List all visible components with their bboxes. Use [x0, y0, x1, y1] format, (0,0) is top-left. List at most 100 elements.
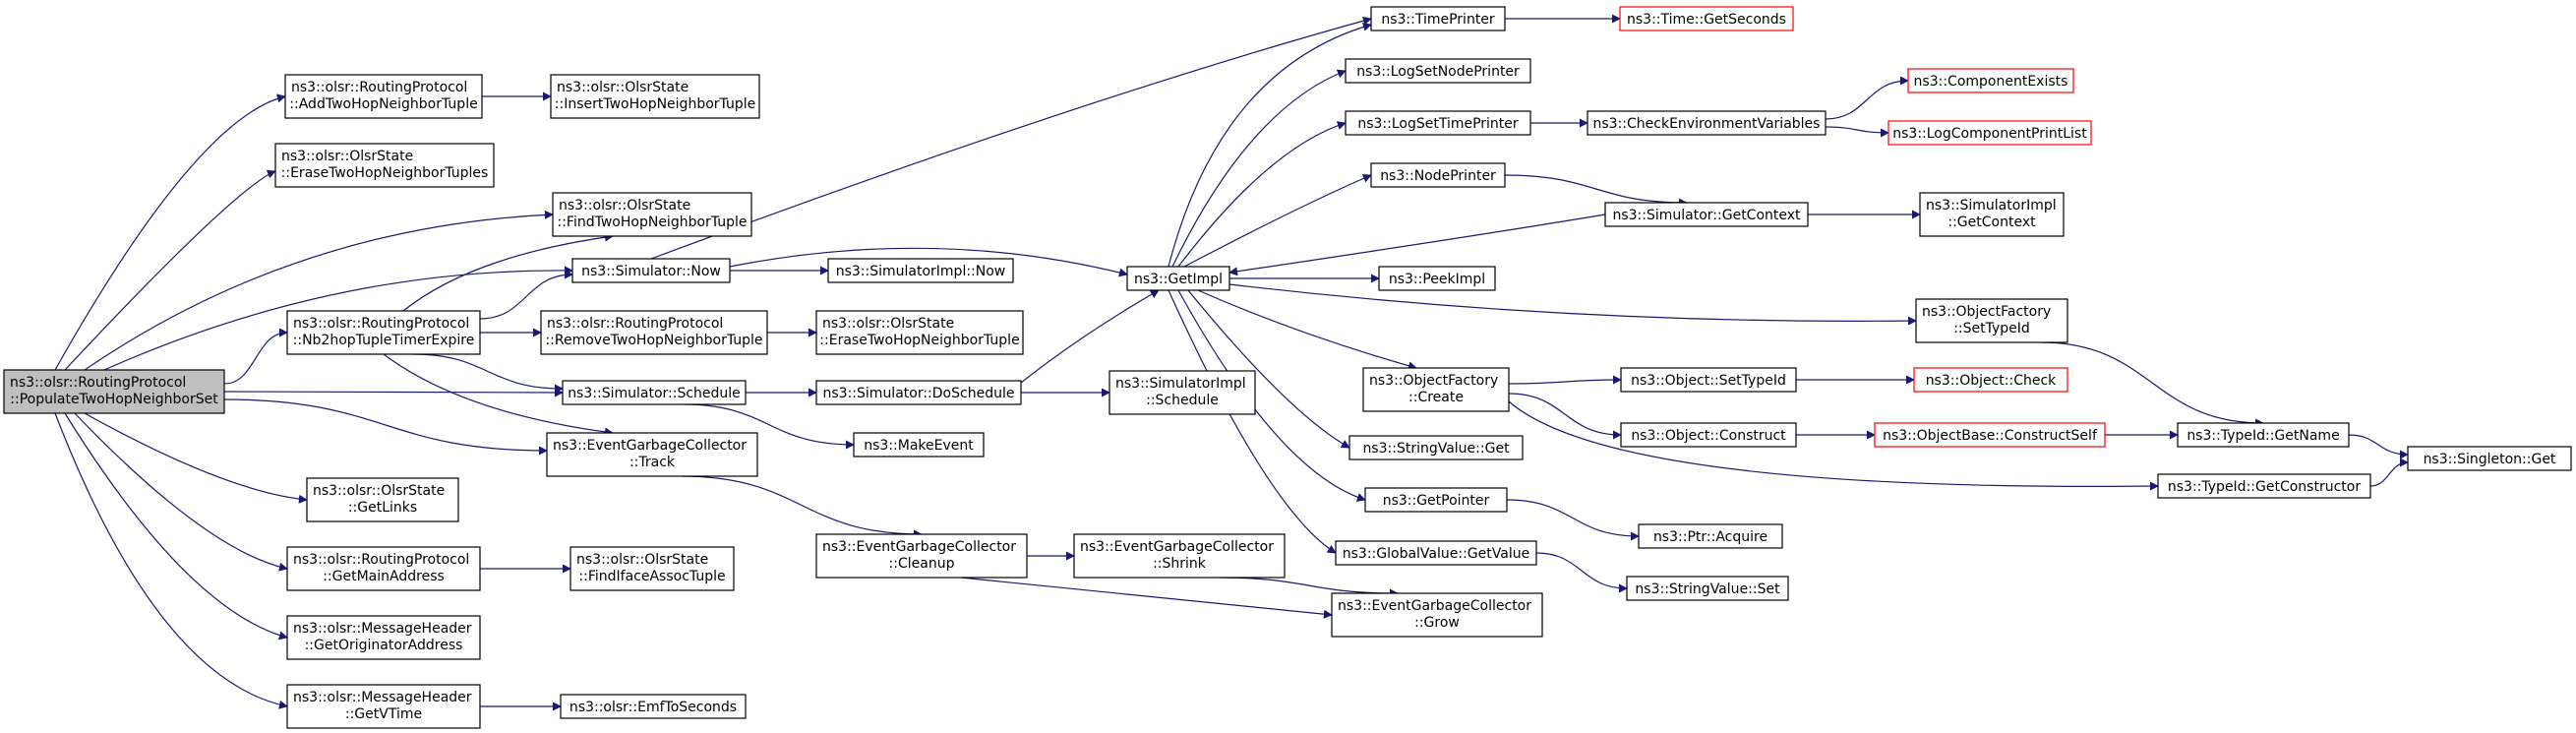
node-nb2hop[interactable]: ns3::olsr::RoutingProtocol::Nb2hopTupleT…	[286, 310, 481, 355]
node-emf[interactable]: ns3::olsr::EmfToSeconds	[560, 694, 747, 719]
node-box	[286, 615, 481, 660]
node-label-line: ::GetLinks	[348, 500, 417, 516]
node-make-event[interactable]: ns3::MakeEvent	[853, 432, 985, 458]
node-log-set-node[interactable]: ns3::LogSetNodePrinter	[1345, 58, 1531, 84]
edge-getImpl-to-timePrinter	[1168, 22, 1372, 268]
node-obj-check[interactable]: ns3::Object::Check	[1913, 367, 2068, 393]
node-get-main-addr[interactable]: ns3::olsr::RoutingProtocol::GetMainAddre…	[286, 546, 481, 591]
node-box	[540, 310, 768, 355]
node-label-line: ns3::olsr::OlsrState	[822, 316, 954, 332]
node-label-line: ns3::EventGarbageCollector	[822, 539, 1016, 555]
node-box	[1362, 367, 1510, 412]
node-gc-track[interactable]: ns3::EventGarbageCollector::Track	[546, 432, 758, 477]
node-label-line: ns3::EventGarbageCollector	[1080, 539, 1274, 555]
node-get-links[interactable]: ns3::olsr::OlsrState::GetLinks	[306, 477, 459, 522]
node-erase-tuples[interactable]: ns3::olsr::OlsrState::EraseTwoHopNeighbo…	[274, 143, 495, 188]
node-box	[815, 380, 1022, 405]
node-label-line: ::GetVTime	[345, 706, 422, 722]
node-label-line: ::SetTypeId	[1953, 321, 2030, 336]
node-label-line: ns3::olsr::OlsrState	[281, 149, 413, 164]
node-box	[827, 258, 1014, 283]
node-node-printer[interactable]: ns3::NodePrinter	[1370, 162, 1506, 188]
node-comp-exists[interactable]: ns3::ComponentExists	[1907, 68, 2074, 93]
node-label-line: ns3::MakeEvent	[864, 438, 974, 454]
node-label-line: ns3::Simulator::Now	[581, 264, 721, 279]
node-peek-impl[interactable]: ns3::PeekImpl	[1378, 266, 1496, 291]
node-log-set-time[interactable]: ns3::LogSetTimePrinter	[1345, 110, 1531, 136]
edge-populate-to-getOrig	[64, 412, 288, 641]
node-label-line: ns3::ObjectFactory	[1922, 304, 2051, 320]
edge-checkEnv-to-logCompList	[1825, 126, 1889, 138]
edge-getImpl-to-ofSetTypeId	[1228, 283, 1917, 326]
node-string-value-get[interactable]: ns3::StringValue::Get	[1348, 435, 1524, 460]
node-type-id-get-name[interactable]: ns3::TypeId::GetName	[2177, 422, 2350, 448]
node-type-id-get-ctor[interactable]: ns3::TypeId::GetConstructor	[2157, 473, 2371, 499]
node-check-env[interactable]: ns3::CheckEnvironmentVariables	[1587, 110, 1827, 136]
node-time-printer[interactable]: ns3::TimePrinter	[1370, 6, 1506, 31]
node-get-pointer[interactable]: ns3::GetPointer	[1364, 487, 1508, 513]
node-label-line: ns3::olsr::MessageHeader	[293, 690, 472, 705]
node-box	[1619, 6, 1794, 31]
node-ptr-acquire[interactable]: ns3::Ptr::Acquire	[1638, 523, 1783, 549]
node-get-orig[interactable]: ns3::olsr::MessageHeader::GetOriginatorA…	[286, 615, 481, 660]
edge-gcShrink-to-gcGrow	[1218, 577, 1399, 598]
node-populate[interactable]: ns3::olsr::RoutingProtocol::PopulateTwoH…	[3, 369, 225, 414]
node-label-line: ns3::LogComponentPrintList	[1892, 126, 2087, 142]
node-gc-shrink[interactable]: ns3::EventGarbageCollector::Shrink	[1073, 533, 1286, 579]
node-sim-impl-schedule[interactable]: ns3::SimulatorImpl::Schedule	[1108, 370, 1256, 415]
node-gc-grow[interactable]: ns3::EventGarbageCollector::Grow	[1331, 592, 1543, 638]
node-box	[1907, 68, 2074, 93]
node-get-v-time[interactable]: ns3::olsr::MessageHeader::GetVTime	[286, 684, 481, 729]
node-label-line: ns3::olsr::EmfToSeconds	[569, 700, 737, 715]
node-do-schedule[interactable]: ns3::Simulator::DoSchedule	[815, 380, 1022, 405]
node-label-line: ns3::PeekImpl	[1389, 272, 1485, 287]
node-box	[1348, 435, 1524, 460]
edge-populate-to-gcTrack	[223, 398, 548, 456]
node-sim-impl-now[interactable]: ns3::SimulatorImpl::Now	[827, 258, 1014, 283]
node-erase-two-hop[interactable]: ns3::olsr::OlsrState::EraseTwoHopNeighbo…	[815, 310, 1024, 355]
node-label-line: ns3::olsr::MessageHeader	[293, 621, 472, 637]
edge-typeIdGetName-to-singletonGet	[2348, 434, 2409, 459]
node-box	[286, 310, 481, 355]
node-string-value-set[interactable]: ns3::StringValue::Set	[1626, 576, 1789, 601]
node-label-line: ns3::olsr::OlsrState	[557, 80, 689, 95]
edge-populate-to-simNow	[103, 266, 573, 371]
node-label-line: ns3::Time::GetSeconds	[1627, 12, 1786, 28]
node-of-set-type-id[interactable]: ns3::ObjectFactory::SetTypeId	[1915, 298, 2068, 343]
node-gc-cleanup[interactable]: ns3::EventGarbageCollector::Cleanup	[815, 533, 1028, 579]
node-log-comp-list[interactable]: ns3::LogComponentPrintList	[1887, 120, 2092, 146]
node-label-line: ns3::TypeId::GetName	[2187, 428, 2339, 444]
node-sim-now[interactable]: ns3::Simulator::Now	[571, 258, 731, 283]
node-remove-two-hop[interactable]: ns3::olsr::RoutingProtocol::RemoveTwoHop…	[540, 310, 768, 355]
node-label-line: ns3::StringValue::Get	[1362, 441, 1510, 457]
edge-populate-to-addTwoHop	[54, 93, 286, 371]
node-global-value-get[interactable]: ns3::GlobalValue::GetValue	[1335, 540, 1537, 566]
node-label-line: ns3::olsr::RoutingProtocol	[293, 552, 469, 568]
node-get-impl[interactable]: ns3::GetImpl	[1126, 266, 1230, 291]
node-obj-construct[interactable]: ns3::Object::Construct	[1620, 422, 1797, 448]
edge-getImpl-to-getPointer	[1177, 289, 1366, 502]
edge-populate-to-findTwoHop	[84, 210, 554, 371]
node-find-two-hop[interactable]: ns3::olsr::OlsrState::FindTwoHopNeighbor…	[552, 192, 752, 237]
node-singleton-get[interactable]: ns3::Singleton::Get	[2407, 446, 2572, 471]
edge-populate-to-getVTime	[54, 412, 288, 709]
node-label-line: ::GetOriginatorAddress	[305, 638, 463, 653]
node-find-iface[interactable]: ns3::olsr::OlsrState::FindIfaceAssocTupl…	[569, 546, 735, 591]
node-sim-impl-ctx[interactable]: ns3::SimulatorImpl::GetContext	[1919, 192, 2065, 237]
node-obj-set-type-id[interactable]: ns3::Object::SetTypeId	[1620, 367, 1797, 393]
node-label-line: ns3::GetPointer	[1383, 493, 1490, 509]
node-label-line: ns3::olsr::OlsrState	[313, 483, 445, 499]
node-box	[1335, 540, 1537, 566]
node-of-create[interactable]: ns3::ObjectFactory::Create	[1362, 367, 1510, 412]
node-construct-self[interactable]: ns3::ObjectBase::ConstructSelf	[1874, 422, 2106, 448]
node-box	[1370, 6, 1506, 31]
node-label-line: ::Shrink	[1153, 556, 1207, 572]
node-get-context[interactable]: ns3::Simulator::GetContext	[1604, 202, 1809, 227]
node-add-two-hop[interactable]: ns3::olsr::RoutingProtocol::AddTwoHopNei…	[284, 74, 483, 119]
node-sim-schedule[interactable]: ns3::Simulator::Schedule	[562, 380, 747, 405]
function-nodes: ns3::olsr::RoutingProtocol::PopulateTwoH…	[3, 6, 2572, 729]
node-get-seconds[interactable]: ns3::Time::GetSeconds	[1619, 6, 1794, 31]
edge-doSchedule-to-getImpl	[1020, 289, 1160, 384]
node-insert-two-hop[interactable]: ns3::olsr::OlsrState::InsertTwoHopNeighb…	[550, 74, 760, 119]
